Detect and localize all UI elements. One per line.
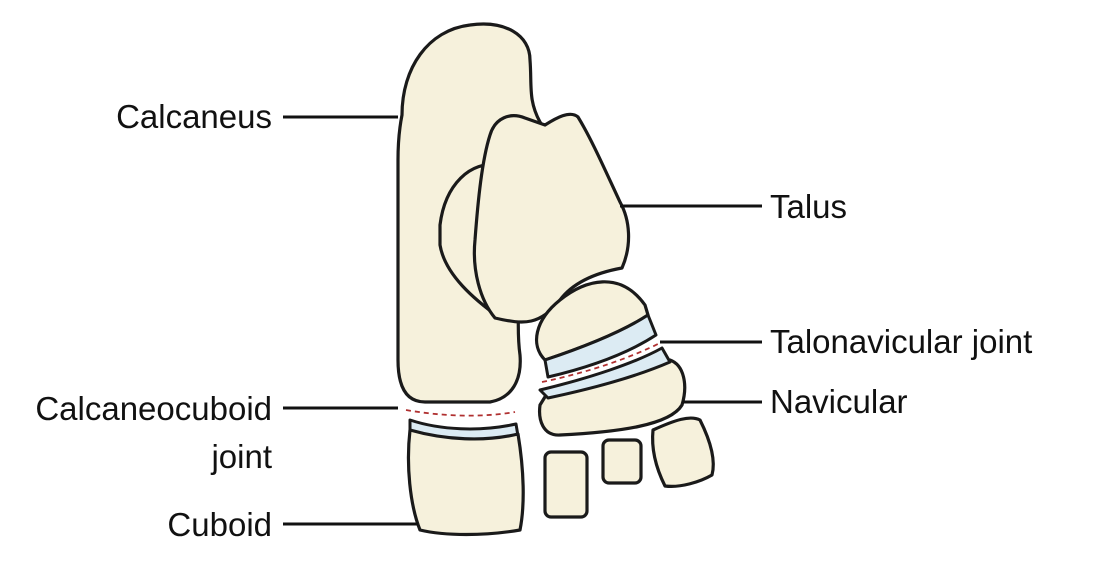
calcaneocuboid-label-line1: Calcaneocuboid: [35, 390, 272, 427]
talus-label: Talus: [770, 188, 847, 225]
navicular-label: Navicular: [770, 383, 908, 420]
talonavicular-cartilage-upper: [543, 313, 658, 379]
calcaneocuboid-label-line2: joint: [210, 438, 272, 475]
cuneiform-block-1: [543, 450, 589, 519]
cuneiform-block-3: [651, 416, 715, 488]
talonavicular-joint-label: Talonavicular joint: [770, 323, 1032, 360]
cuneiform-block-2: [601, 438, 643, 485]
talus-bone: [472, 112, 631, 324]
cuboid-bone: [406, 428, 525, 537]
cuboid-label: Cuboid: [167, 506, 272, 543]
talonavicular-cartilage-lower: [538, 346, 672, 400]
calcaneus-label: Calcaneus: [116, 98, 272, 135]
calcaneocuboid-joint-line: [405, 409, 516, 417]
